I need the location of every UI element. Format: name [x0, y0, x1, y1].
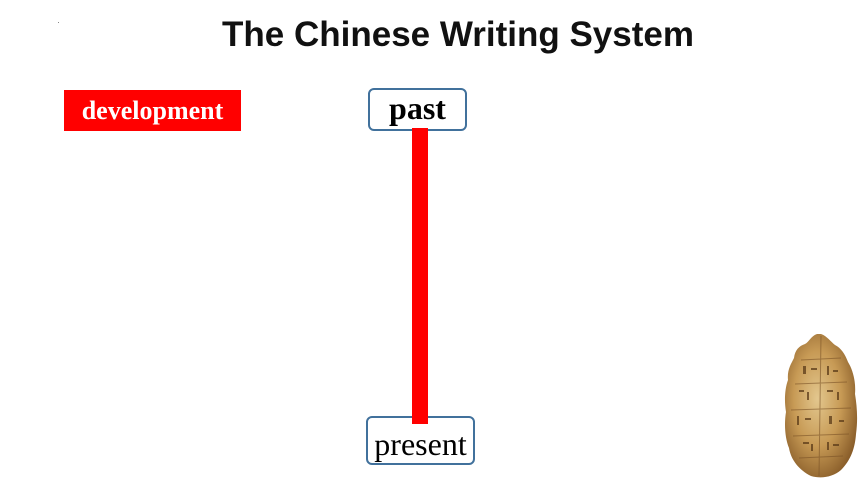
timeline-present-box: present: [366, 416, 475, 465]
slide-title: The Chinese Writing System: [222, 15, 694, 54]
oracle-bone-shell-icon: [784, 334, 858, 478]
timeline-present-label: present: [374, 426, 467, 462]
timeline-past-box: past: [368, 88, 467, 131]
slide-marker-dot: [58, 22, 59, 23]
timeline-bar: [412, 128, 428, 424]
development-label: development: [64, 90, 241, 131]
